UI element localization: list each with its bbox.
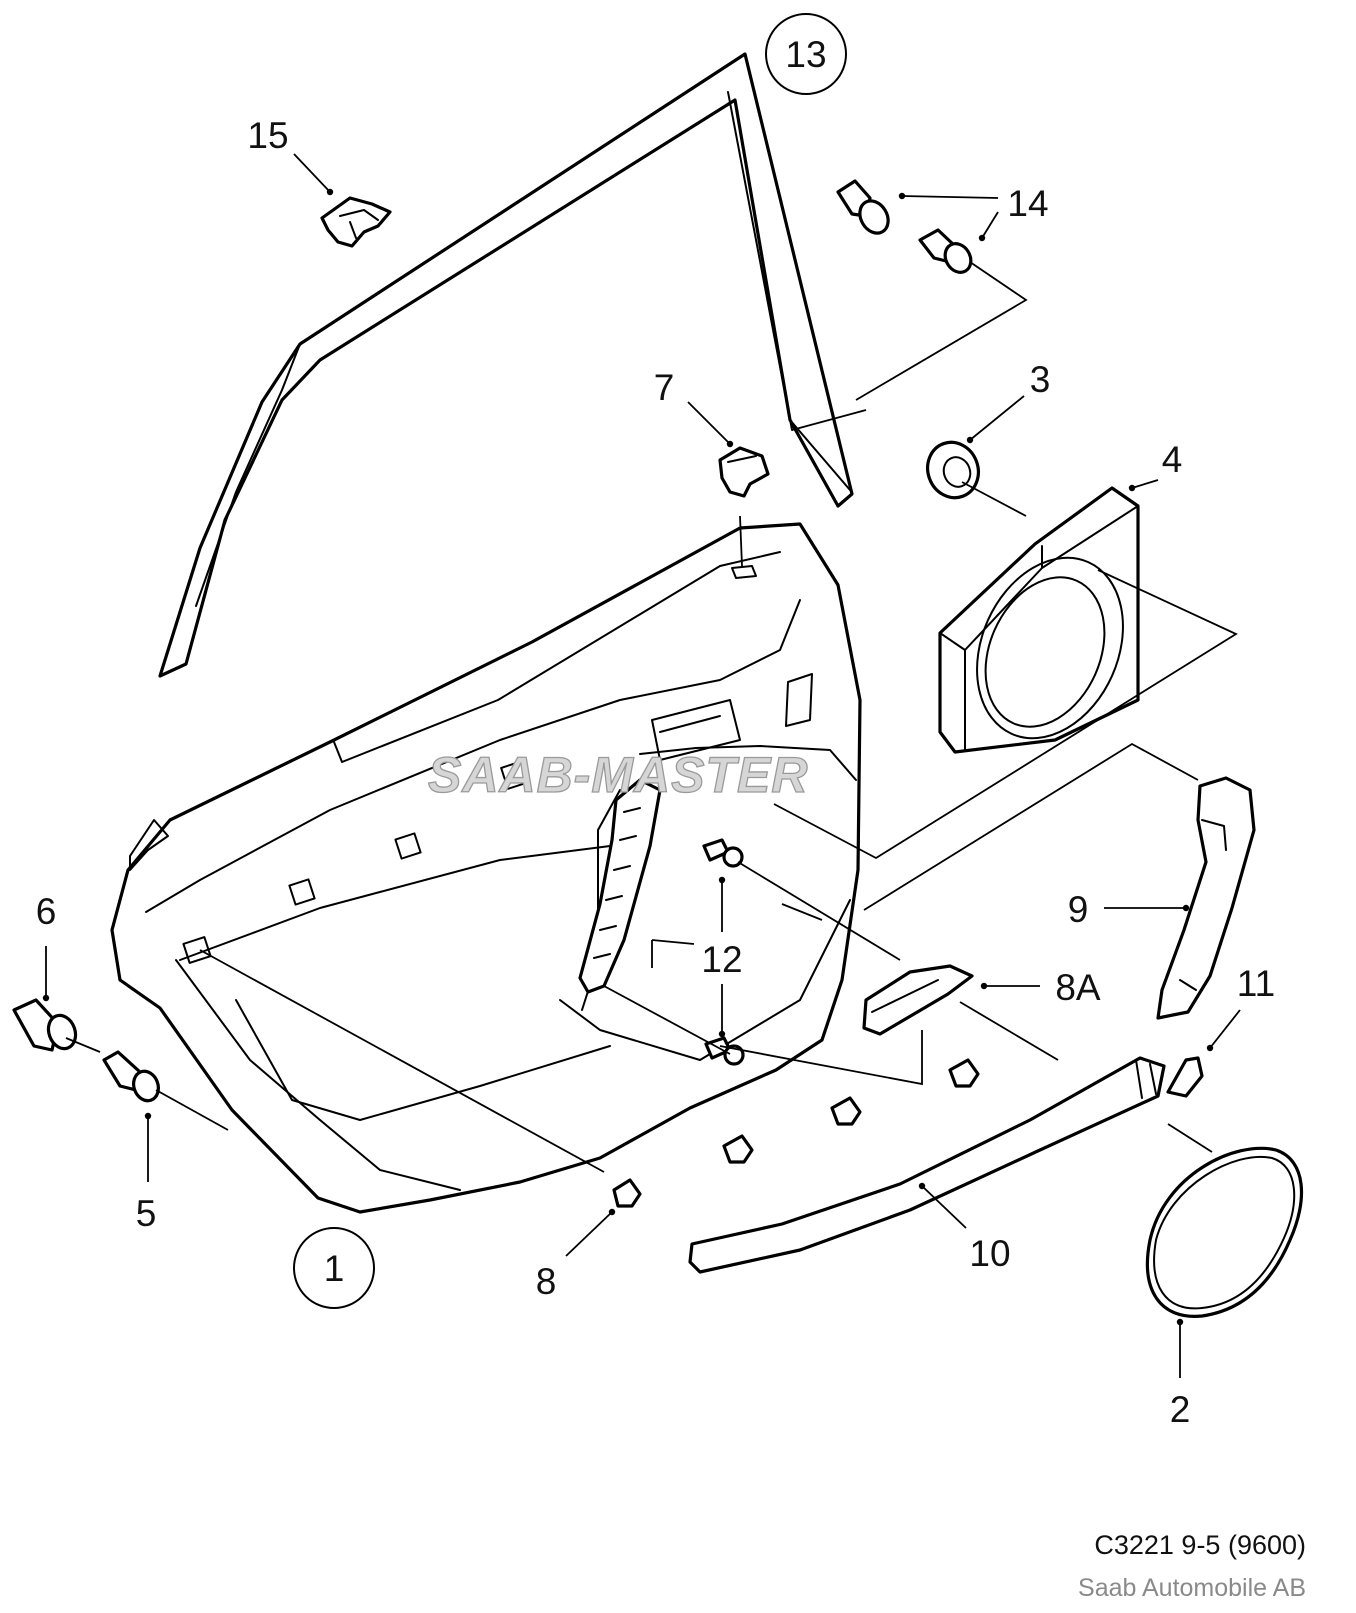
handle-trim-9 <box>1156 776 1256 1020</box>
speaker-grille-2 <box>1145 1146 1303 1318</box>
grommet-3 <box>926 440 980 500</box>
door-trim-panel-1 <box>110 522 862 1214</box>
callout-14: 14 <box>1007 183 1048 224</box>
callout-5: 5 <box>136 1193 157 1234</box>
callout-11: 11 <box>1237 963 1275 1004</box>
diagram-reference: C3221 9-5 (9600) <box>1094 1530 1306 1560</box>
clip-8a <box>612 1178 642 1208</box>
leader-lines <box>65 261 1238 1173</box>
watermark: SAAB-MASTER <box>427 746 808 803</box>
push-rivet-14a <box>836 179 890 235</box>
callout-circle-13: 13 <box>765 13 847 95</box>
speaker-housing-4 <box>938 486 1140 754</box>
callout-15: 15 <box>247 115 288 156</box>
push-rivet-5 <box>102 1050 160 1103</box>
callout-labels: 15 14 3 4 7 9 12 8A 11 6 5 8 10 2 <box>36 115 1276 1430</box>
callout-6: 6 <box>36 891 57 932</box>
window-frame-trim-13 <box>158 52 854 678</box>
clip-8b <box>722 1134 754 1164</box>
callout-12: 12 <box>701 939 742 980</box>
callout-7: 7 <box>654 367 675 408</box>
callout-8A: 8A <box>1055 967 1101 1008</box>
end-cap-11 <box>1166 1056 1204 1098</box>
clip-15 <box>320 196 392 248</box>
clip-8c <box>830 1096 862 1126</box>
watermark-text: SAAB-MASTER <box>428 747 808 803</box>
callout-13: 13 <box>785 34 826 75</box>
clip-8d <box>948 1058 980 1088</box>
screw-12a <box>702 838 744 868</box>
cover-strip-8A <box>862 964 974 1036</box>
publisher-label: Saab Automobile AB <box>1078 1574 1306 1602</box>
push-rivet-6 <box>12 998 78 1052</box>
callout-pointers <box>42 153 1241 1378</box>
callout-1: 1 <box>324 1248 345 1289</box>
armrest-strip-10 <box>688 1056 1166 1274</box>
push-rivet-14b <box>918 228 973 274</box>
callout-9: 9 <box>1068 889 1089 930</box>
callout-8: 8 <box>536 1261 557 1302</box>
callout-circle-1: 1 <box>293 1227 375 1309</box>
callout-2: 2 <box>1170 1389 1191 1430</box>
clip-7 <box>718 446 770 498</box>
callout-3: 3 <box>1030 359 1051 400</box>
callout-4: 4 <box>1162 439 1183 480</box>
callout-10: 10 <box>969 1233 1010 1274</box>
